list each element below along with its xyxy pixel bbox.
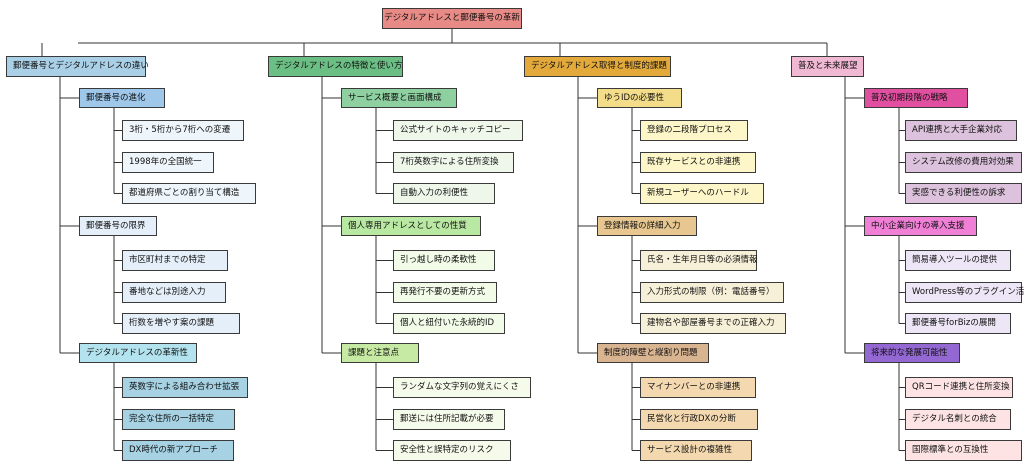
leaf-node: 氏名・生年月日等の必須情報	[640, 250, 758, 271]
leaf-node: 3桁・5桁から7桁への変遷	[122, 120, 244, 141]
group-node: 郵便番号の進化	[79, 88, 165, 108]
branch-node: デジタルアドレスの特徴と使い方	[268, 56, 403, 77]
group-node: 中小企業向けの導入支援	[864, 216, 977, 236]
leaf-node: 自動入力の利便性	[393, 183, 495, 204]
group-node: 将来的な発展可能性	[864, 343, 960, 363]
leaf-node: 既存サービスとの非連携	[640, 152, 756, 173]
branch-node: 普及と未来展望	[791, 56, 864, 77]
group-node: サービス概要と画面構成	[341, 88, 457, 108]
group-node: ゆうIDの必要性	[597, 88, 682, 108]
leaf-node: 番地などは別途入力	[122, 282, 226, 303]
leaf-node: 7桁英数字による住所変換	[393, 152, 514, 173]
group-node: 普及初期段階の戦略	[864, 88, 968, 108]
leaf-node: API連携と大手企業対応	[905, 120, 1017, 141]
group-node: デジタルアドレスの革新性	[79, 343, 197, 363]
leaf-node: サービス設計の複雑性	[640, 440, 752, 461]
leaf-node: ランダムな文字列の覚えにくさ	[393, 377, 531, 398]
leaf-node: 実感できる利便性の訴求	[905, 183, 1022, 204]
leaf-node: 安全性と誤特定のリスク	[393, 440, 511, 461]
branch-node: 郵便番号とデジタルアドレスの違い	[6, 56, 149, 77]
group-node: 制度的障壁と縦割り問題	[597, 343, 709, 363]
group-node: 課題と注意点	[341, 343, 419, 363]
leaf-node: 新規ユーザーへのハードル	[640, 183, 764, 204]
leaf-node: システム改修の費用対効果	[905, 152, 1022, 173]
leaf-node: 入力形式の制限（例：電話番号）	[640, 282, 784, 303]
group-node: 郵便番号の限界	[79, 216, 157, 236]
leaf-node: 国際標準との互換性	[905, 440, 1022, 461]
group-node: 登録情報の詳細入力	[597, 216, 697, 236]
leaf-node: 1998年の全国統一	[122, 152, 214, 173]
leaf-node: 引っ越し時の柔軟性	[393, 250, 495, 271]
leaf-node: 桁数を増やす案の課題	[122, 313, 240, 334]
leaf-node: マイナンバーとの非連携	[640, 377, 756, 398]
leaf-node: 市区町村までの特定	[122, 250, 228, 271]
leaf-node: 完全な住所の一括特定	[122, 409, 235, 430]
leaf-node: 公式サイトのキャッチコピー	[393, 120, 523, 141]
leaf-node: 郵便番号forBizの展開	[905, 313, 1011, 334]
leaf-node: WordPress等のプラグイン活用	[905, 282, 1024, 303]
leaf-node: DX時代の新アプローチ	[122, 440, 234, 461]
group-node: 個人専用アドレスとしての性質	[341, 216, 481, 236]
leaf-node: QRコード連携と住所変換	[905, 377, 1013, 398]
leaf-node: 民営化と行政DXの分断	[640, 409, 758, 430]
leaf-node: 再発行不要の更新方式	[393, 282, 497, 303]
leaf-node: 英数字による組み合わせ拡張	[122, 377, 248, 398]
leaf-node: 郵送には住所記載が必要	[393, 409, 505, 430]
leaf-node: 個人と紐付いた永続的ID	[393, 313, 505, 334]
leaf-node: デジタル名刺との統合	[905, 409, 1011, 430]
branch-node: デジタルアドレス取得と制度的課題	[524, 56, 671, 77]
leaf-node: 建物名や部屋番号までの正確入力	[640, 313, 786, 334]
root-node: デジタルアドレスと郵便番号の革新	[382, 8, 522, 29]
leaf-node: 簡易導入ツールの提供	[905, 250, 1011, 271]
leaf-node: 都道府県ごとの割り当て構造	[122, 183, 256, 204]
leaf-node: 登録の二段階プロセス	[640, 120, 748, 141]
